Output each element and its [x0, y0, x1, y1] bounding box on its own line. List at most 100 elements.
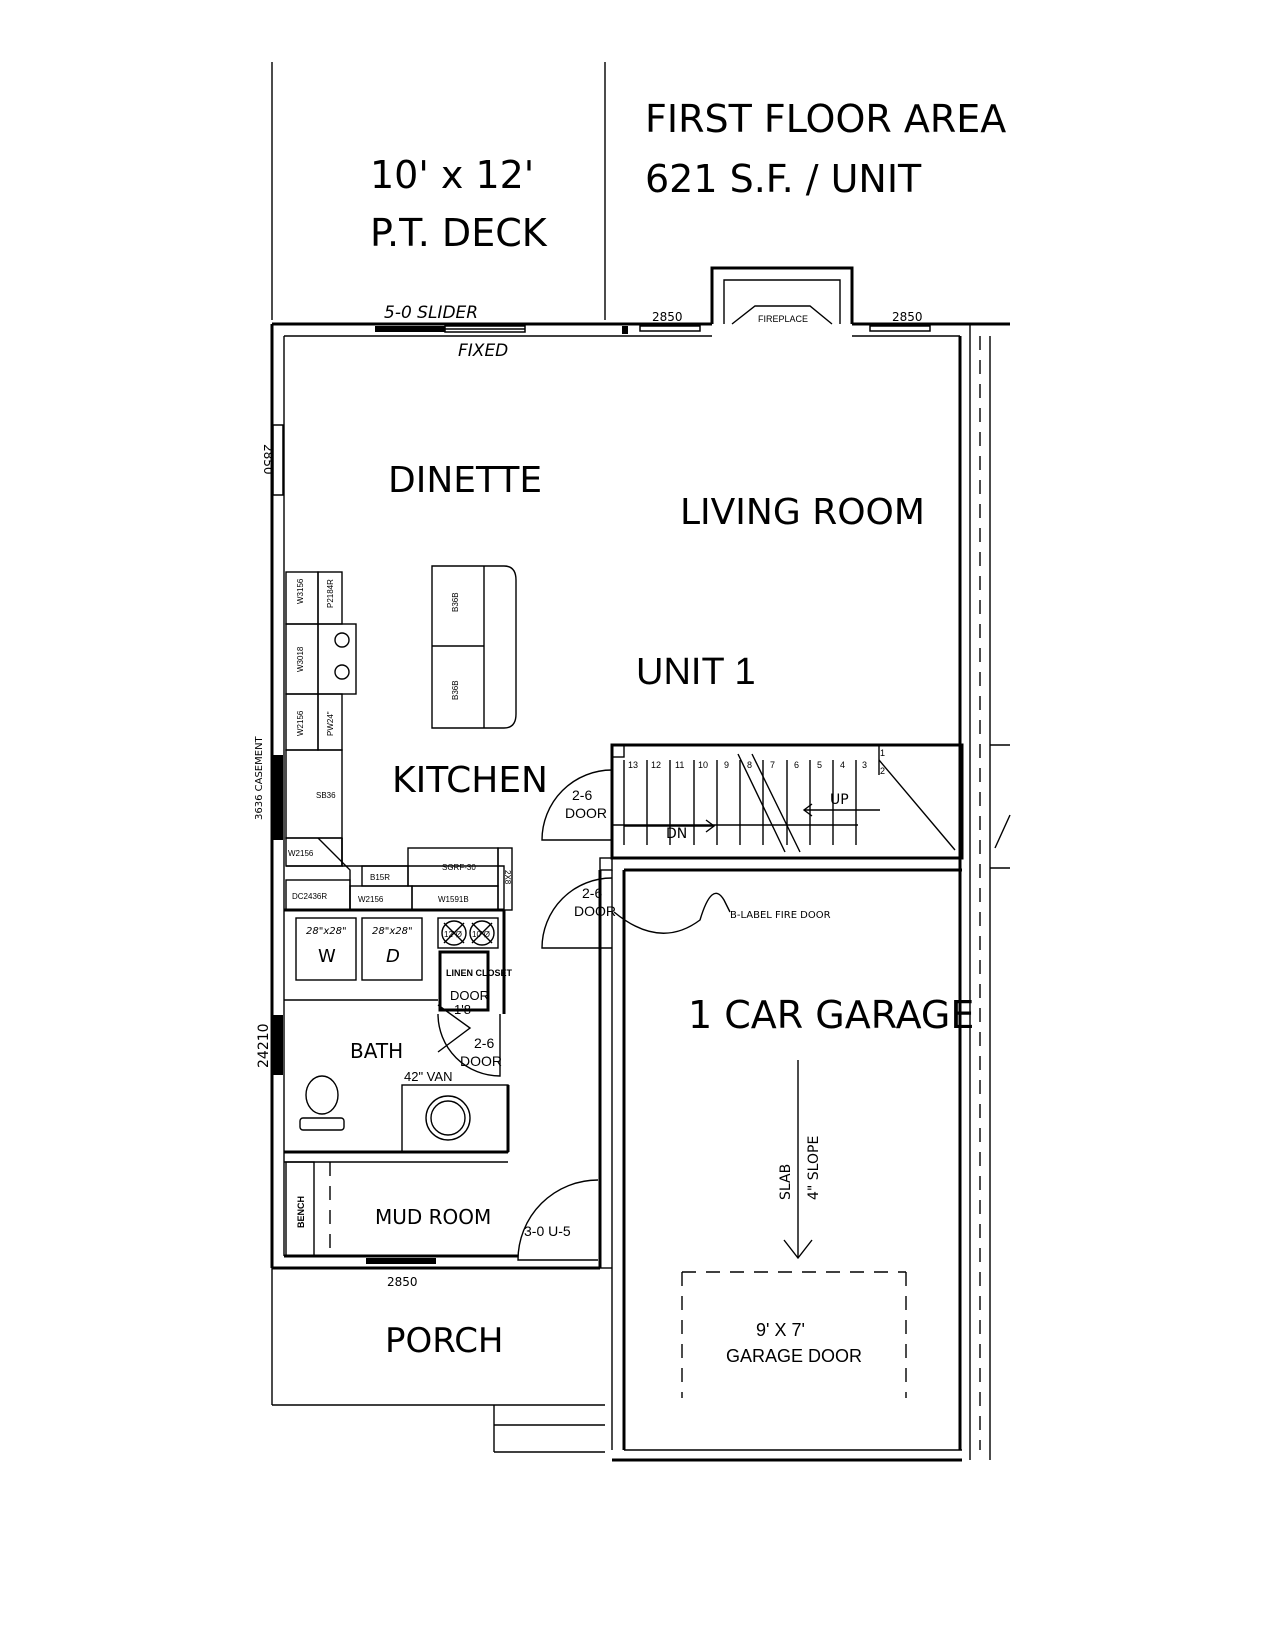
stair-step-5: 5	[817, 760, 822, 770]
cab-p2184r: P2184R	[326, 579, 335, 608]
cab-sb36: SB36	[316, 791, 336, 800]
exterior-walls	[270, 322, 1011, 1460]
room-living: LIVING ROOM	[680, 492, 925, 533]
entry-door-label: 3-0 U-5	[524, 1223, 571, 1239]
garage-door-size: 9' X 7'	[756, 1320, 805, 1340]
top-window-label-left: 2850	[652, 310, 683, 324]
dryer	[361, 917, 423, 981]
cab-dc2436r: DC2436R	[292, 892, 327, 901]
vanity	[401, 1084, 509, 1153]
cab-pw24: PW24"	[326, 711, 335, 736]
room-porch: PORCH	[385, 1321, 504, 1361]
vanity-label: 42" VAN	[404, 1069, 452, 1084]
casement-window	[273, 755, 283, 840]
west-window-upper	[272, 424, 284, 496]
dryer-size: 28"x28"	[372, 926, 413, 937]
top-window-label-right: 2850	[892, 310, 923, 324]
cab-w2156-c: W2156	[358, 895, 384, 904]
washer-size: 28"x28"	[306, 926, 347, 937]
stair-step-9: 9	[724, 760, 729, 770]
bath-window-label: 24210	[256, 1023, 272, 1068]
top-window-2850-right	[869, 325, 931, 332]
heater-b-label: 10"Ø	[472, 930, 490, 939]
stair-step-6: 6	[794, 760, 799, 770]
garage-entry-door-label: DOOR	[574, 903, 616, 919]
linen-closet	[438, 950, 490, 1012]
island-b36b-b: B36B	[451, 680, 460, 700]
room-mud: MUD ROOM	[375, 1205, 491, 1229]
deck-size: 10' x 12'	[370, 153, 534, 197]
bath-window	[273, 1015, 283, 1075]
fireplace-label: FIREPLACE	[758, 314, 808, 324]
bench	[285, 1161, 315, 1257]
stair-door-label: DOOR	[565, 805, 607, 821]
stair-step-4: 4	[840, 760, 845, 770]
linen-door-label: DOOR	[450, 988, 489, 1003]
slider-label: 5-0 SLIDER	[384, 303, 478, 323]
stair-step-3: 3	[862, 760, 867, 770]
washer	[295, 917, 357, 981]
linen-door-size: 1'8	[454, 1002, 471, 1017]
stair-dn-label: DN	[666, 826, 687, 842]
area-per-unit: 621 S.F. / UNIT	[645, 157, 922, 201]
cab-w1591b: W1591B	[438, 895, 469, 904]
fire-door-leader	[613, 892, 731, 934]
first-floor-area-title: FIRST FLOOR AREA	[645, 97, 1006, 141]
cab-filler: 2X8	[503, 870, 512, 885]
washer-label: W	[318, 946, 336, 967]
stair-step-7: 7	[770, 760, 775, 770]
casement-label: 3636 CASEMENT	[254, 735, 265, 820]
mud-window	[366, 1258, 436, 1264]
deck-area	[271, 62, 606, 320]
linen-closet-label: LINEN CLOSET	[446, 968, 513, 978]
room-garage: 1 CAR GARAGE	[688, 993, 974, 1037]
cab-w3156: W3156	[296, 578, 305, 604]
bath-door-label: DOOR	[460, 1053, 502, 1069]
stair-door-size: 2-6	[572, 787, 592, 803]
cab-w2156-b: W2156	[288, 849, 314, 858]
cab-b15r: B15R	[370, 873, 390, 882]
dryer-label: D	[386, 946, 400, 967]
deck-label: P.T. DECK	[370, 211, 548, 255]
door-swings	[437, 769, 613, 1261]
top-window-2850-left	[639, 325, 701, 332]
stair-step-10: 10	[698, 760, 708, 770]
stairs	[610, 743, 964, 860]
cab-w2156: W2156	[296, 710, 305, 736]
slope-label: 4" SLOPE	[806, 1136, 822, 1200]
vanity-sink	[425, 1095, 471, 1141]
top-left-window	[622, 326, 628, 334]
slider-window	[375, 326, 445, 332]
slope-arrow	[783, 1060, 813, 1260]
mud-window-label: 2850	[387, 1275, 418, 1289]
stair-step-2: 2	[880, 766, 885, 776]
stair-up-label: UP	[830, 792, 849, 808]
fire-door-label: B-LABEL FIRE DOOR	[730, 910, 831, 921]
stair-step-12: 12	[651, 760, 661, 770]
heater-a-label: 12"Ø	[444, 930, 462, 939]
bench-label: BENCH	[296, 1196, 306, 1228]
garage-door-label: GARAGE DOOR	[726, 1346, 862, 1366]
fireplace	[710, 266, 854, 325]
room-kitchen: KITCHEN	[392, 760, 548, 801]
bath-door-size: 2-6	[474, 1035, 494, 1051]
kitchen-cabinets	[285, 571, 513, 911]
stair-step-8: 8	[747, 760, 752, 770]
water-heaters	[437, 917, 499, 949]
unit-label: UNIT 1	[636, 651, 756, 693]
slab-label: SLAB	[778, 1164, 794, 1200]
room-dinette: DINETTE	[388, 460, 542, 501]
stair-step-1: 1	[880, 748, 885, 758]
cab-w3018: W3018	[296, 646, 305, 672]
kitchen-island	[431, 565, 517, 729]
island-b36b-a: B36B	[451, 592, 460, 612]
fixed-label: FIXED	[458, 341, 508, 361]
garage-entry-door-size: 2-6	[582, 885, 602, 901]
stair-step-11: 11	[675, 760, 684, 770]
garage-door-outline	[681, 1271, 907, 1398]
toilet	[299, 1075, 345, 1131]
west-window-upper-label: 2850	[261, 444, 275, 475]
cab-sgrf: SGRF-30	[442, 863, 476, 872]
stair-step-13: 13	[628, 760, 638, 770]
